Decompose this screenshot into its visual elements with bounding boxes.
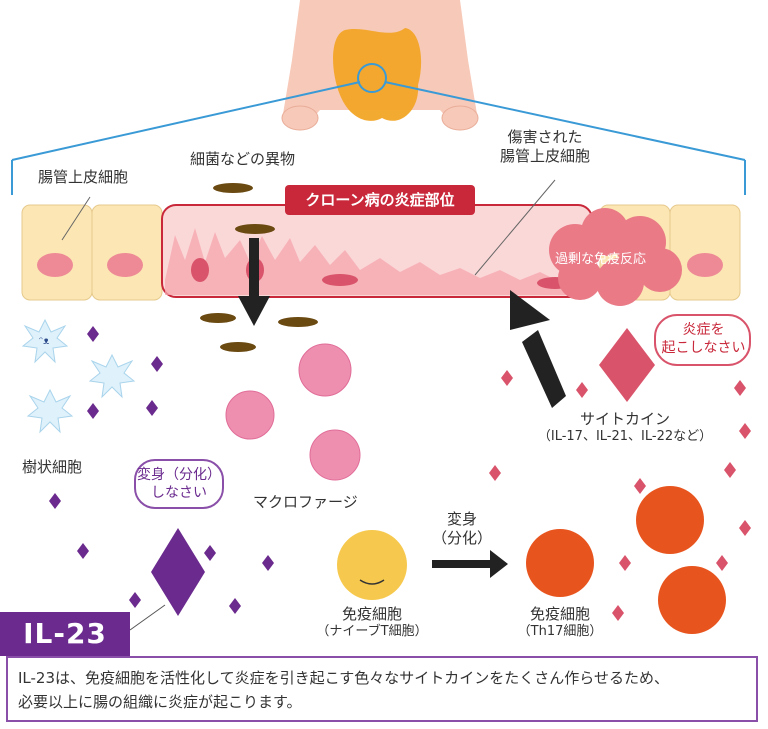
dendritic-cells: ᵔᴥ [21,318,136,434]
naive-t-cell [337,530,407,600]
il23-particles [49,326,274,614]
differentiation-arrow [432,550,508,578]
crohn-inflamed-region [161,204,593,298]
inflame-bubble [654,314,751,366]
entry-arrow [238,238,270,326]
intestinal-cell-label: 腸管上皮細胞 [38,168,129,186]
description-line-2: 必要以上に腸の組織に炎症が起こります。 [18,693,302,711]
description-line-1: IL-23は、免疫細胞を活性化して炎症を引き起こす色々なサイトカインをたくさん作… [18,669,669,687]
crohn-site-title: クローン病の炎症部位 [285,185,475,215]
cytokine-particles [489,370,751,621]
naive-t-label: 免疫細胞 （ナイーブT細胞） [316,605,428,639]
torso-illustration [281,0,479,131]
th17-label: 免疫細胞 （Th17細胞） [517,605,603,639]
il23-character [129,528,205,631]
cytokine-character [599,328,655,402]
transform-bubble [134,459,224,509]
transform-bubble-text: 変身（分化） しなさい [137,467,221,501]
leader-lines [61,179,556,276]
magnify-lines [11,81,746,195]
immune-cloud [549,208,682,306]
cytokine-label: サイトカイン （IL-17、IL-21、IL-22など） [537,410,713,444]
cytokine-arrow [510,290,566,408]
th17-cells [526,486,726,634]
dendritic-label: 樹状細胞 [22,458,83,476]
svg-text:ᵔᴥ: ᵔᴥ [39,336,49,347]
foreign-substance-label: 細菌などの異物 [190,150,296,168]
il23-badge: IL-23 [0,612,130,656]
inflame-bubble-text: 炎症を 起こしなさい [661,322,746,356]
description-box: IL-23は、免疫細胞を活性化して炎症を引き起こす色々なサイトカインをたくさん作… [6,656,758,722]
macrophages [225,343,361,481]
bacteria [200,183,318,352]
differentiation-label: 変身 （分化） [431,510,493,547]
excessive-immune-label: 過剰な免疫反応 [555,252,647,267]
damaged-cell-label: 傷害された 腸管上皮細胞 [499,128,591,165]
macrophage-label: マクロファージ [253,493,358,511]
